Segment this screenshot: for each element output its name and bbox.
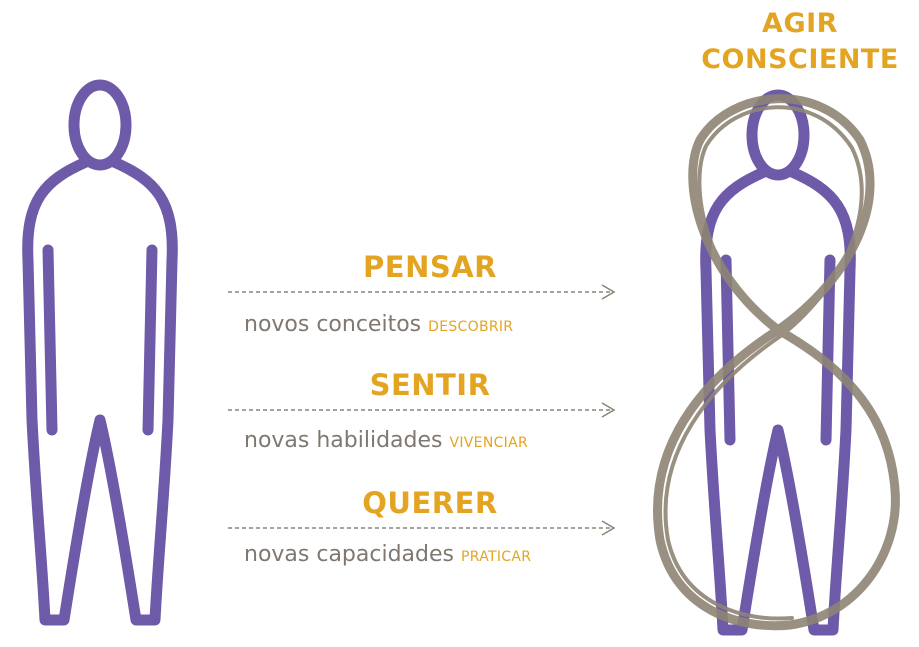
- step-description-text: novos conceitos: [244, 312, 422, 337]
- title-line-2: CONSCIENTE: [701, 44, 899, 75]
- step-title: SENTIR: [369, 368, 491, 402]
- step-verb: DESCOBRIR: [428, 319, 514, 335]
- step-verb: PRATICAR: [461, 549, 532, 565]
- step-title: QUERER: [362, 486, 498, 520]
- step-description: novas habilidades VIVENCIAR: [244, 428, 634, 453]
- arrow-sentir: [228, 402, 616, 418]
- infinity-loop-icon: [653, 94, 900, 631]
- step-description-text: novas habilidades: [244, 428, 443, 453]
- step-description: novos conceitos DESCOBRIR: [244, 312, 634, 337]
- step-verb: VIVENCIAR: [449, 435, 529, 451]
- title-line-1: AGIR: [762, 8, 838, 39]
- step-description-text: novas capacidades: [244, 542, 454, 567]
- left-person-figure: [28, 85, 173, 620]
- step-description: novas capacidades PRATICAR: [244, 542, 634, 567]
- step-title: PENSAR: [363, 250, 497, 284]
- arrow-pensar: [228, 284, 616, 300]
- arrow-querer: [228, 520, 616, 536]
- agir-consciente-title: AGIR CONSCIENTE: [690, 6, 910, 78]
